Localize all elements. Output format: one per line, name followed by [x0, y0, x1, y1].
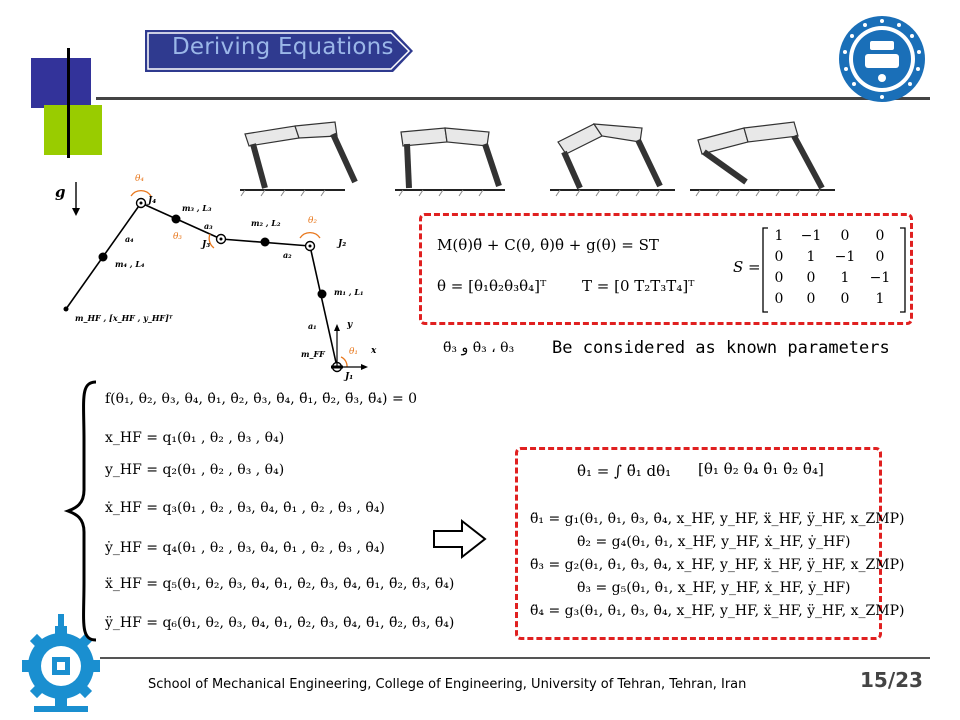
joint4-label: J₄: [148, 196, 157, 206]
s-matrix-cell: 0: [774, 270, 784, 286]
hip-x-acceleration-equation: ẍ_HF = q₅(θ₁, θ₂, θ₃, θ₄, θ̇₁, θ̇₂, θ̇₃,…: [105, 576, 455, 592]
s-matrix-cell: 0: [840, 228, 850, 244]
page-number: 15/23: [860, 668, 923, 692]
s-matrix-cell: 0: [774, 249, 784, 265]
s-matrix-cell: 0: [806, 270, 816, 286]
known-parameters-text: Be considered as known parameters: [552, 338, 890, 358]
constraint-equation: f(θ₁, θ₂, θ₃, θ₄, θ̇₁, θ̇₂, θ̇₃, θ̇₄, θ̈…: [105, 391, 418, 407]
leg-schematic: [63, 182, 368, 373]
theta2-velocity-solution: θ̇₂ = g₄(θ₁, θ̇₁, x_HF, y_HF, ẋ_HF, ẏ_HF…: [577, 534, 851, 550]
theta2-label: θ₂: [308, 216, 318, 226]
robot-pose-1: [240, 121, 358, 197]
foot-mass-label: m_FF: [301, 349, 325, 359]
hip-y-velocity-equation: ẏ_HF = q₄(θ₁ , θ₂ , θ₃, θ₄, θ̇₁ , θ̇₂ , …: [105, 540, 385, 556]
gravity-label: g: [55, 183, 66, 201]
a2-label: a₂: [283, 250, 292, 260]
robot-pose-2: [395, 127, 505, 197]
s-matrix-cell: 0: [840, 291, 850, 307]
s-matrix-cell: 0: [875, 228, 885, 244]
theta-vector-equation: θ = [θ₁θ₂θ₃θ₄]ᵀ: [437, 277, 547, 295]
a1-label: a₁: [308, 321, 317, 331]
integral-equation: θ̇₁ = ∫ θ̈₁ dθ₁: [577, 462, 672, 480]
theta4-acceleration-solution: θ̈₄ = g₃(θ₁, θ̇₁, θ̇₃, θ̇₄, x_HF, y_HF, …: [530, 603, 905, 619]
dynamics-equation-box: [419, 213, 913, 325]
theta3-acceleration-solution: θ̈₃ = g₂(θ₁, θ̇₁, θ̇₃, θ̇₄, x_HF, y_HF, …: [530, 557, 905, 573]
dynamics-equation: M(θ)θ̈ + C(θ, θ̇)θ̇ + g(θ) = ST: [437, 236, 659, 254]
s-matrix-cell: −1: [834, 249, 856, 265]
joint2-label: J₂: [338, 239, 347, 249]
page-title: Deriving Equations: [172, 34, 394, 60]
hip-y-acceleration-equation: ÿ_HF = q₆(θ₁, θ₂, θ₃, θ₄, θ̇₁, θ̇₂, θ̇₃,…: [105, 615, 455, 631]
s-matrix-cell: 1: [774, 228, 784, 244]
footer-affiliation: School of Mechanical Engineering, Colleg…: [148, 677, 747, 692]
decorative-vertical-line: [67, 48, 70, 158]
hip-y-equation: y_HF = q₂(θ₁ , θ₂ , θ₃ , θ₄): [105, 462, 285, 478]
hip-mass-label: m_HF , [x_HF , y_HF]ᵀ: [75, 313, 173, 323]
decorative-green-square: [44, 105, 102, 155]
theta1-acceleration-solution: θ̈₁ = g₁(θ₁, θ̇₁, θ̇₃, θ̇₄, x_HF, y_HF, …: [530, 511, 905, 527]
theta3-label: θ₃: [173, 232, 183, 242]
hip-x-velocity-equation: ẋ_HF = q₃(θ₁ , θ₂ , θ₃, θ₄, θ̇₁ , θ̇₂ , …: [105, 500, 385, 516]
s-matrix-cell: −1: [800, 228, 822, 244]
s-matrix-cell: 1: [806, 249, 816, 265]
footer-divider: [100, 657, 930, 659]
robot-pose-4: [690, 121, 835, 197]
theta4-label: θ₄: [135, 174, 145, 184]
decorative-blue-square: [31, 58, 91, 108]
mass2-label: m₂ , L₂: [251, 218, 281, 228]
title-banner: [145, 30, 413, 72]
known-variables: θ̈₃ و θ̇₃ ، θ₃: [443, 340, 515, 356]
joint1-label: J₁: [345, 372, 354, 382]
s-matrix-label: S =: [733, 258, 761, 276]
solution-equations-box: [515, 447, 882, 640]
faculty-gear-logo: [22, 614, 100, 712]
theta3-velocity-solution: θ̇₃ = g₅(θ₁, θ̇₁, x_HF, y_HF, ẋ_HF, ẏ_HF…: [577, 580, 851, 596]
system-brace: [63, 380, 97, 642]
s-matrix-cell: 1: [840, 270, 850, 286]
torque-vector-equation: T = [0 T₂T₃T₄]ᵀ: [582, 277, 695, 295]
joint3-label: J₃: [202, 240, 211, 250]
a4-label: a₄: [125, 234, 134, 244]
hip-x-equation: x_HF = q₁(θ₁ , θ₂ , θ₃ , θ₄): [105, 430, 285, 446]
s-matrix-cell: 0: [774, 291, 784, 307]
x-axis-label: x: [371, 346, 377, 356]
s-matrix-cell: 0: [875, 249, 885, 265]
s-matrix: 1 −1 0 0 0 1 −1 0 0 0 1 −1 0 0 0 1: [762, 226, 937, 313]
header-divider: [96, 97, 930, 100]
mass4-label: m₄ , L₄: [115, 259, 145, 269]
mass3-label: m₃ , L₃: [182, 203, 212, 213]
s-matrix-cell: 1: [875, 291, 885, 307]
university-logo: [839, 16, 925, 102]
s-matrix-cell: 0: [806, 291, 816, 307]
robot-pose-3: [550, 123, 675, 197]
a3-label: a₃: [204, 221, 213, 231]
s-matrix-cell: −1: [869, 270, 891, 286]
state-vector: [θ₁ θ₂ θ₄ θ̇₁ θ̇₂ θ̇₄]: [698, 460, 824, 478]
mass1-label: m₁ , L₁: [334, 287, 364, 297]
robot-pose-sequence: [240, 121, 835, 197]
implies-arrow-icon: [433, 518, 487, 560]
theta1-label: θ₁: [349, 347, 359, 357]
y-axis-label: y: [347, 320, 353, 330]
